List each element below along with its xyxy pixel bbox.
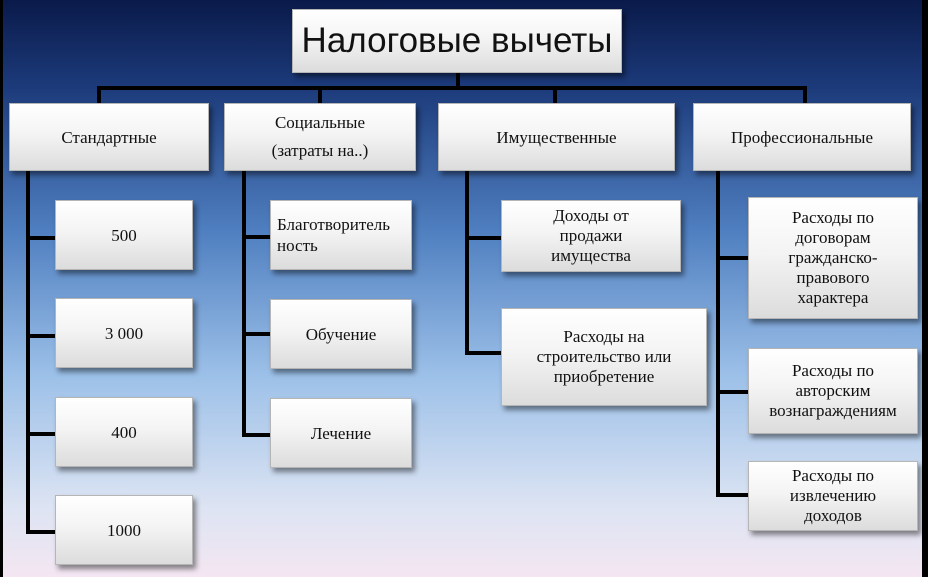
category-standard: Стандартные xyxy=(9,103,209,171)
connector-drop-1 xyxy=(97,86,101,104)
connector-spine-1 xyxy=(26,170,30,534)
connector-branch-1-1 xyxy=(26,236,56,240)
connector-drop-4 xyxy=(803,86,807,104)
connector-top-bar xyxy=(97,86,807,90)
item-property-sale-income: Доходы от продажи имущества xyxy=(501,200,681,272)
category-social: Социальные (затраты на..) xyxy=(224,103,416,171)
connector-spine-4 xyxy=(716,170,720,497)
connector-branch-2-1 xyxy=(242,235,272,239)
item-social-treatment: Лечение xyxy=(270,398,412,468)
connector-branch-4-2 xyxy=(716,390,750,394)
diagram-title: Налоговые вычеты xyxy=(292,9,622,73)
connector-branch-4-1 xyxy=(716,256,750,260)
connector-branch-1-4 xyxy=(26,530,56,534)
item-professional-author-fees: Расходы по авторским вознаграждениям xyxy=(748,348,918,434)
connector-branch-2-3 xyxy=(242,433,272,437)
item-standard-1000: 1000 xyxy=(55,495,193,565)
connector-title-stem xyxy=(456,72,460,88)
item-standard-500: 500 xyxy=(55,200,193,270)
right-frame-edge xyxy=(922,0,928,577)
category-professional: Профессиональные xyxy=(693,103,911,171)
connector-branch-1-2 xyxy=(26,334,56,338)
item-professional-civil-contracts: Расходы по договорам гражданско- правово… xyxy=(748,197,918,319)
item-professional-income-extraction: Расходы по извлечению доходов xyxy=(748,461,918,531)
connector-drop-3 xyxy=(553,86,557,104)
connector-branch-2-2 xyxy=(242,332,272,336)
item-social-charity: Благотворитель ность xyxy=(270,200,412,270)
item-standard-400: 400 xyxy=(55,397,193,467)
item-standard-3000: 3 000 xyxy=(55,298,193,368)
connector-spine-2 xyxy=(242,170,246,437)
category-property: Имущественные xyxy=(438,103,675,171)
item-social-education: Обучение xyxy=(270,299,412,369)
connector-branch-3-2 xyxy=(465,351,503,355)
left-frame-edge xyxy=(0,0,3,577)
item-property-construction: Расходы на строительство или приобретени… xyxy=(501,308,707,406)
connector-branch-4-3 xyxy=(716,493,750,497)
connector-drop-2 xyxy=(318,86,322,104)
connector-spine-3 xyxy=(465,170,469,354)
connector-branch-1-3 xyxy=(26,432,56,436)
connector-branch-3-1 xyxy=(465,236,503,240)
